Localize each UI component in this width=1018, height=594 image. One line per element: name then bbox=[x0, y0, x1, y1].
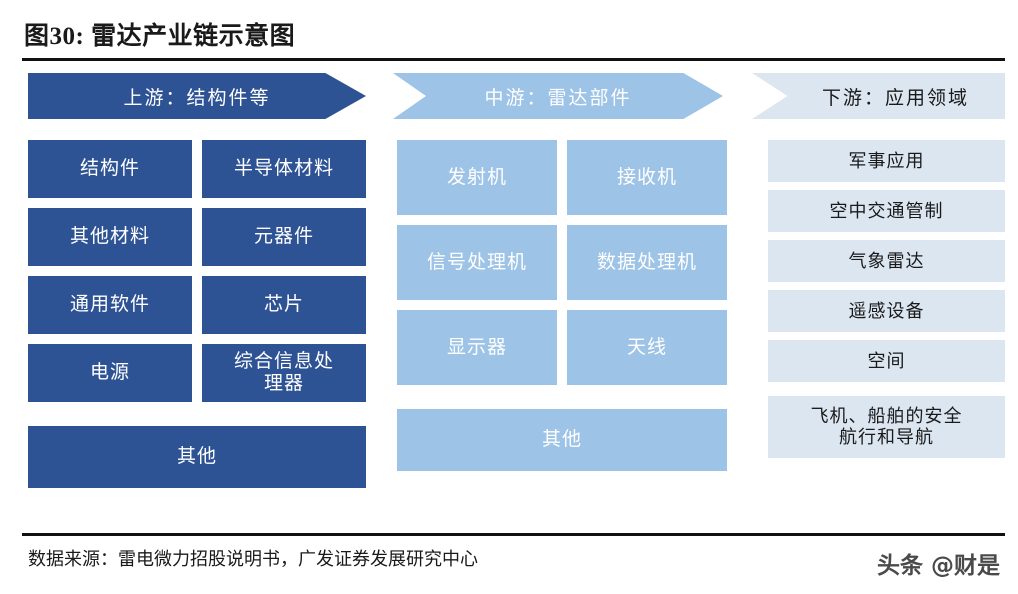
midstream-item[interactable]: 天线 bbox=[567, 310, 727, 385]
upstream-row: 电源 综合信息处 理器 bbox=[28, 344, 366, 402]
watermark: 头条 @财是 bbox=[876, 553, 1000, 579]
upstream-item[interactable]: 芯片 bbox=[202, 276, 366, 334]
upstream-row: 结构件 半导体材料 bbox=[28, 140, 366, 198]
stage-header-upstream-label: 上游：结构件等 bbox=[123, 87, 271, 109]
source-note: 数据来源：雷电微力招股说明书，广发证券发展研究中心 bbox=[28, 549, 478, 569]
upstream-item[interactable]: 元器件 bbox=[202, 208, 366, 266]
stage-header-midstream-label: 中游：雷达部件 bbox=[484, 87, 632, 109]
midstream-row: 信号处理机 数据处理机 bbox=[397, 225, 727, 300]
stage-header-upstream[interactable]: 上游：结构件等 bbox=[28, 73, 366, 119]
source-divider bbox=[22, 533, 1005, 536]
midstream-item[interactable]: 接收机 bbox=[567, 140, 727, 215]
downstream-column: 军事应用 空中交通管制 气象雷达 遥感设备 空间 飞机、船舶的安全 航行和导航 bbox=[768, 140, 1005, 466]
stage-header-midstream[interactable]: 中游：雷达部件 bbox=[393, 73, 723, 119]
midstream-column: 发射机 接收机 信号处理机 数据处理机 显示器 天线 其他 bbox=[397, 140, 727, 481]
stage-header-downstream-label: 下游：应用领域 bbox=[821, 87, 969, 109]
upstream-item[interactable]: 电源 bbox=[28, 344, 192, 402]
downstream-row: 空间 bbox=[768, 340, 1005, 382]
upstream-item[interactable]: 其他材料 bbox=[28, 208, 192, 266]
page-title: 图30: 雷达产业链示意图 bbox=[24, 23, 296, 50]
upstream-item[interactable]: 通用软件 bbox=[28, 276, 192, 334]
midstream-item[interactable]: 数据处理机 bbox=[567, 225, 727, 300]
upstream-column: 结构件 半导体材料 其他材料 元器件 通用软件 芯片 电源 综合信息处 理器 其… bbox=[28, 140, 366, 498]
midstream-item-other[interactable]: 其他 bbox=[397, 409, 727, 471]
downstream-row: 遥感设备 bbox=[768, 290, 1005, 332]
downstream-item[interactable]: 空中交通管制 bbox=[768, 190, 1005, 232]
midstream-item[interactable]: 显示器 bbox=[397, 310, 557, 385]
downstream-item[interactable]: 空间 bbox=[768, 340, 1005, 382]
midstream-item[interactable]: 信号处理机 bbox=[397, 225, 557, 300]
upstream-item[interactable]: 半导体材料 bbox=[202, 140, 366, 198]
downstream-row: 气象雷达 bbox=[768, 240, 1005, 282]
downstream-item[interactable]: 遥感设备 bbox=[768, 290, 1005, 332]
downstream-row: 空中交通管制 bbox=[768, 190, 1005, 232]
upstream-row: 通用软件 芯片 bbox=[28, 276, 366, 334]
downstream-item[interactable]: 气象雷达 bbox=[768, 240, 1005, 282]
downstream-row: 军事应用 bbox=[768, 140, 1005, 182]
title-divider bbox=[22, 58, 1005, 61]
midstream-row: 显示器 天线 bbox=[397, 310, 727, 385]
midstream-item[interactable]: 发射机 bbox=[397, 140, 557, 215]
upstream-row: 其他材料 元器件 bbox=[28, 208, 366, 266]
upstream-item[interactable]: 结构件 bbox=[28, 140, 192, 198]
midstream-row-full: 其他 bbox=[397, 409, 727, 471]
stage-header-downstream[interactable]: 下游：应用领域 bbox=[752, 73, 1005, 119]
downstream-item[interactable]: 飞机、船舶的安全 航行和导航 bbox=[768, 396, 1005, 458]
upstream-item-other[interactable]: 其他 bbox=[28, 426, 366, 488]
upstream-item[interactable]: 综合信息处 理器 bbox=[202, 344, 366, 402]
midstream-row: 发射机 接收机 bbox=[397, 140, 727, 215]
downstream-row: 飞机、船舶的安全 航行和导航 bbox=[768, 396, 1005, 458]
upstream-row-full: 其他 bbox=[28, 426, 366, 488]
downstream-item[interactable]: 军事应用 bbox=[768, 140, 1005, 182]
